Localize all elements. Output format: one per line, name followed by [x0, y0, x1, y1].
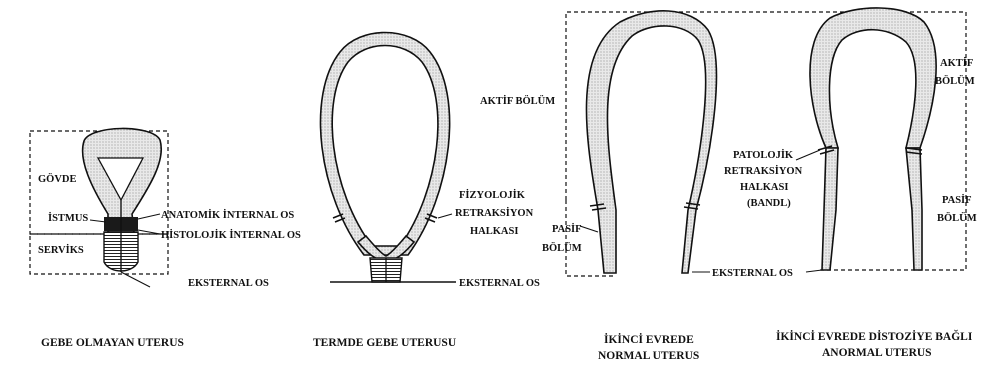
caption-term-pregnant: TERMDE GEBE UTERUSU [313, 337, 457, 349]
label-external-os-2: EKSTERNAL OS [459, 278, 540, 289]
label-patolojik-3: HALKASI [740, 182, 788, 193]
label-fizyolojik-2: RETRAKSİYON [455, 207, 534, 219]
label-govde: GÖVDE [38, 172, 77, 185]
passive-segment [822, 148, 838, 270]
caption-non-pregnant: GEBE OLMAYAN UTERUS [41, 337, 184, 349]
istmus-leader [90, 220, 106, 222]
label-aktif-2: BÖLÜM [935, 74, 975, 87]
label-external-os-1: EKSTERNAL OS [188, 278, 269, 289]
label-external-os-3: EKSTERNAL OS [712, 268, 793, 279]
label-istmus: İSTMUS [48, 212, 88, 224]
caption-normal-2: NORMAL UTERUS [598, 350, 699, 362]
uterine-wall [586, 11, 716, 273]
figure-abnormal-uterus: PATOLOJİK RETRAKSİYON HALKASI (BANDL) AK… [724, 8, 977, 359]
label-aktif-1: AKTİF [940, 57, 973, 69]
label-pasif-1: PASİF [942, 194, 972, 206]
label-patolojik-4: (BANDL) [747, 198, 791, 209]
uterine-wall [810, 8, 936, 148]
passive-segment-right [906, 148, 922, 270]
anatomic-os-leader [138, 214, 160, 219]
pasif-leader [580, 226, 598, 232]
label-pasif-2: BÖLÜM [542, 241, 582, 254]
label-patolojik-1: PATOLOJİK [733, 149, 794, 161]
label-fizyolojik-3: HALKASI [470, 226, 518, 237]
caption-abnormal-2: ANORMAL UTERUS [822, 347, 932, 359]
caption-normal-1: İKİNCİ EVREDE [604, 332, 694, 346]
label-pasif-2: BÖLÜM [937, 211, 977, 224]
label-anatomic-internal-os: ANATOMİK İNTERNAL OS [161, 209, 294, 221]
label-aktif-bolum: AKTİF BÖLÜM [480, 94, 555, 107]
figure-non-pregnant-uterus: GÖVDE İSTMUS SERVİKS ANATOMİK İNTERNAL O… [30, 128, 301, 349]
label-histologic-internal-os: HİSTOLOJİK İNTERNAL OS [161, 229, 301, 241]
uterine-wall [320, 33, 449, 256]
label-pasif-1: PASİF [552, 223, 582, 235]
label-serviks: SERVİKS [38, 244, 84, 256]
fizyolojik-leader [438, 214, 452, 218]
external-os-leader [806, 270, 822, 272]
label-patolojik-2: RETRAKSİYON [724, 165, 803, 177]
caption-abnormal-1: İKİNCİ EVREDE DİSTOZİYE BAĞLI [776, 329, 973, 343]
figure-term-pregnant-uterus: FİZYOLOJİK RETRAKSİYON HALKASI EKSTERNAL… [313, 33, 540, 350]
label-fizyolojik-1: FİZYOLOJİK [459, 189, 526, 201]
patolojik-leader [796, 150, 820, 160]
